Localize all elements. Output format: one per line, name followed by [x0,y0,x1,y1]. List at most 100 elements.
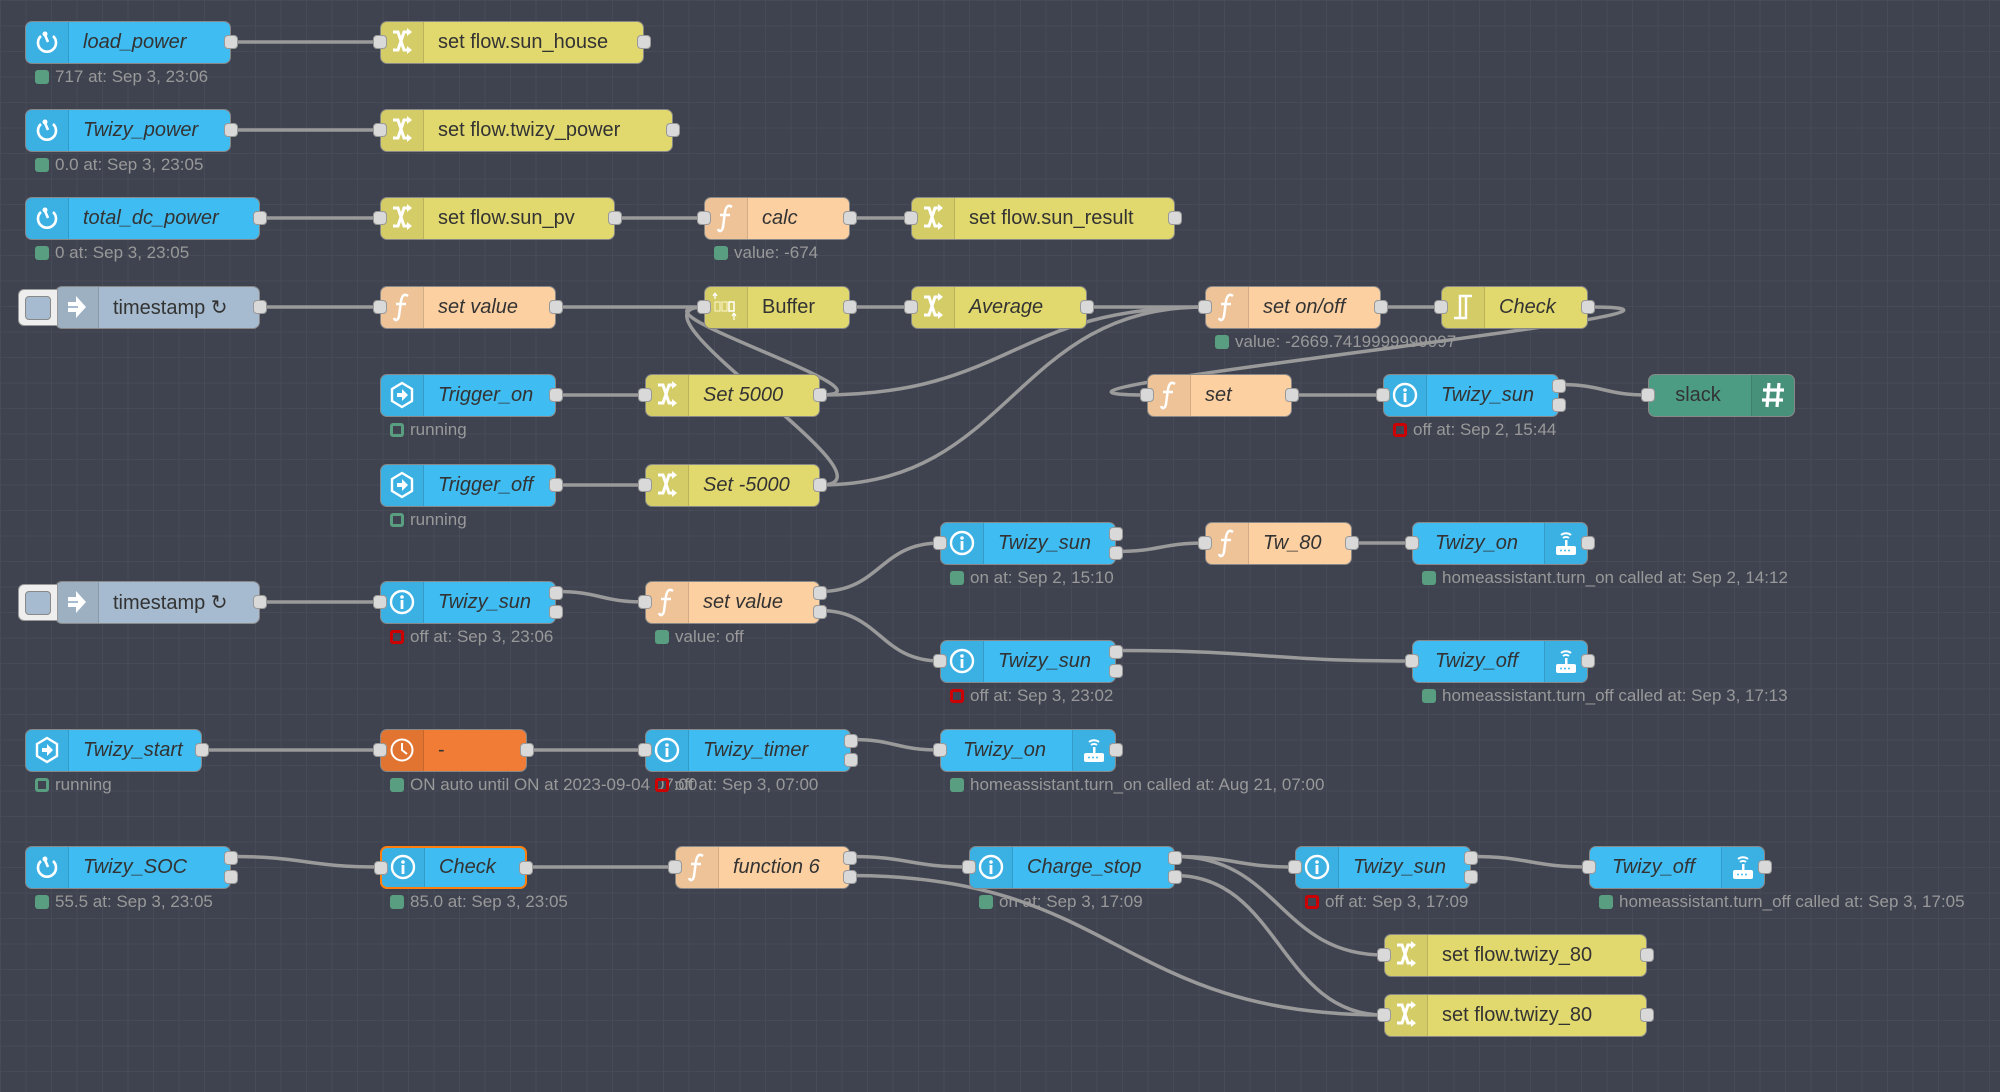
node-twizy-sun3[interactable]: Twizy_sun [373,580,563,624]
node-total-dc-power[interactable]: total_dc_power [25,196,267,240]
output-port[interactable] [224,850,238,865]
node-set-5000[interactable]: Set 5000 [638,373,827,417]
output-port[interactable] [1552,397,1566,412]
node-twizy-sun5[interactable]: Twizy_sun [1288,845,1478,889]
node-average[interactable]: Average [904,285,1094,329]
input-port[interactable] [697,299,711,314]
input-port[interactable] [1641,387,1655,402]
output-port[interactable] [1109,644,1123,659]
node-check2[interactable]: Check [374,845,533,889]
output-port[interactable] [1168,869,1182,884]
node-set-value2[interactable]: set value [638,580,827,624]
output-port[interactable] [1109,526,1123,541]
output-port[interactable] [1168,210,1182,225]
output-port[interactable] [608,210,622,225]
wire-check1-to-set_fn[interactable] [1109,305,1626,397]
node-twizy-off2[interactable]: Twizy_off [1582,845,1772,889]
input-port[interactable] [697,210,711,225]
output-port[interactable] [1464,850,1478,865]
input-port[interactable] [373,34,387,49]
output-port[interactable] [813,585,827,600]
node-trigger-off[interactable]: Trigger_off [380,463,563,507]
output-port[interactable] [1581,535,1595,550]
output-port[interactable] [519,860,533,875]
input-port[interactable] [1405,535,1419,550]
input-port[interactable] [1377,1007,1391,1022]
wire-function6-to-set_twizy_80b[interactable] [849,873,1385,1017]
output-port[interactable] [843,210,857,225]
output-port[interactable] [666,122,680,137]
output-port[interactable] [844,752,858,767]
output-port[interactable] [1109,545,1123,560]
input-port[interactable] [1140,387,1154,402]
node-twizy-on2[interactable]: Twizy_on [933,728,1123,772]
node-twizy-sun2[interactable]: Twizy_sun [933,521,1123,565]
output-port[interactable] [549,477,563,492]
output-port[interactable] [1581,653,1595,668]
output-port[interactable] [520,742,534,757]
input-port[interactable] [962,859,976,874]
input-port[interactable] [638,387,652,402]
wire-set_5000-to-set_onoff[interactable] [819,305,1206,397]
node-tw-80[interactable]: Tw_80 [1198,521,1359,565]
output-port[interactable] [1552,378,1566,393]
output-port[interactable] [1758,859,1772,874]
node-check1[interactable]: Check [1434,285,1595,329]
input-port[interactable] [374,860,388,875]
input-port[interactable] [373,742,387,757]
node-twizy-sun4[interactable]: Twizy_sun [933,639,1123,683]
wire-twizy_timer-to-twizy_on2[interactable] [850,737,941,752]
input-port[interactable] [638,594,652,609]
input-port[interactable] [1198,299,1212,314]
input-port[interactable] [373,299,387,314]
output-port[interactable] [1080,299,1094,314]
node-set-twizy-80a[interactable]: set flow.twizy_80 [1377,933,1654,977]
output-port[interactable] [549,299,563,314]
input-port[interactable] [1376,387,1390,402]
input-port[interactable] [373,594,387,609]
wire-twizy_sun3-to-set_value2[interactable] [555,589,646,604]
input-port[interactable] [373,210,387,225]
output-port[interactable] [195,742,209,757]
wire-twizy_sun2-to-tw_80[interactable] [1115,541,1206,554]
wire-twizy_sun4-to-twizy_off1[interactable] [1115,648,1413,663]
node-twizy-power[interactable]: Twizy_power [25,108,238,152]
node-set-sun-pv[interactable]: set flow.sun_pv [373,196,622,240]
output-port[interactable] [637,34,651,49]
node-set-neg5000[interactable]: Set -5000 [638,463,827,507]
node-function6[interactable]: function 6 [668,845,857,889]
input-port[interactable] [638,742,652,757]
wire-charge_stop-to-set_twizy_80b[interactable] [1174,873,1385,1017]
input-port[interactable] [904,210,918,225]
output-port[interactable] [843,850,857,865]
node-twizy-start[interactable]: Twizy_start [25,728,209,772]
output-port[interactable] [1285,387,1299,402]
node-set-twizy-80b[interactable]: set flow.twizy_80 [1377,993,1654,1037]
input-port[interactable] [933,653,947,668]
input-port[interactable] [933,742,947,757]
input-port[interactable] [1582,859,1596,874]
wire-charge_stop-to-set_twizy_80a[interactable] [1174,854,1385,957]
wire-twizy_soc-to-check2[interactable] [230,854,381,869]
output-port[interactable] [1640,947,1654,962]
output-port[interactable] [253,299,267,314]
output-port[interactable] [1109,663,1123,678]
node-twizy-on1[interactable]: Twizy_on [1405,521,1595,565]
node-slack[interactable]: slack [1641,373,1795,417]
input-port[interactable] [1198,535,1212,550]
node-charge-stop[interactable]: Charge_stop [962,845,1182,889]
node-calc[interactable]: calc [697,196,857,240]
node-twizy-off1[interactable]: Twizy_off [1405,639,1595,683]
node-buffer[interactable]: Buffer [697,285,857,329]
node-timestamp2[interactable]: timestamp ↻ [18,580,267,624]
wire-set_neg5000-to-set_onoff[interactable] [819,305,1206,487]
output-port[interactable] [253,210,267,225]
output-port[interactable] [813,604,827,619]
inject-trigger-button[interactable] [18,288,58,326]
output-port[interactable] [1168,850,1182,865]
output-port[interactable] [224,122,238,137]
node-set-value1[interactable]: set value [373,285,563,329]
node-timestamp1[interactable]: timestamp ↻ [18,285,267,329]
node-twizy-soc[interactable]: Twizy_SOC [25,845,238,889]
output-port[interactable] [549,387,563,402]
